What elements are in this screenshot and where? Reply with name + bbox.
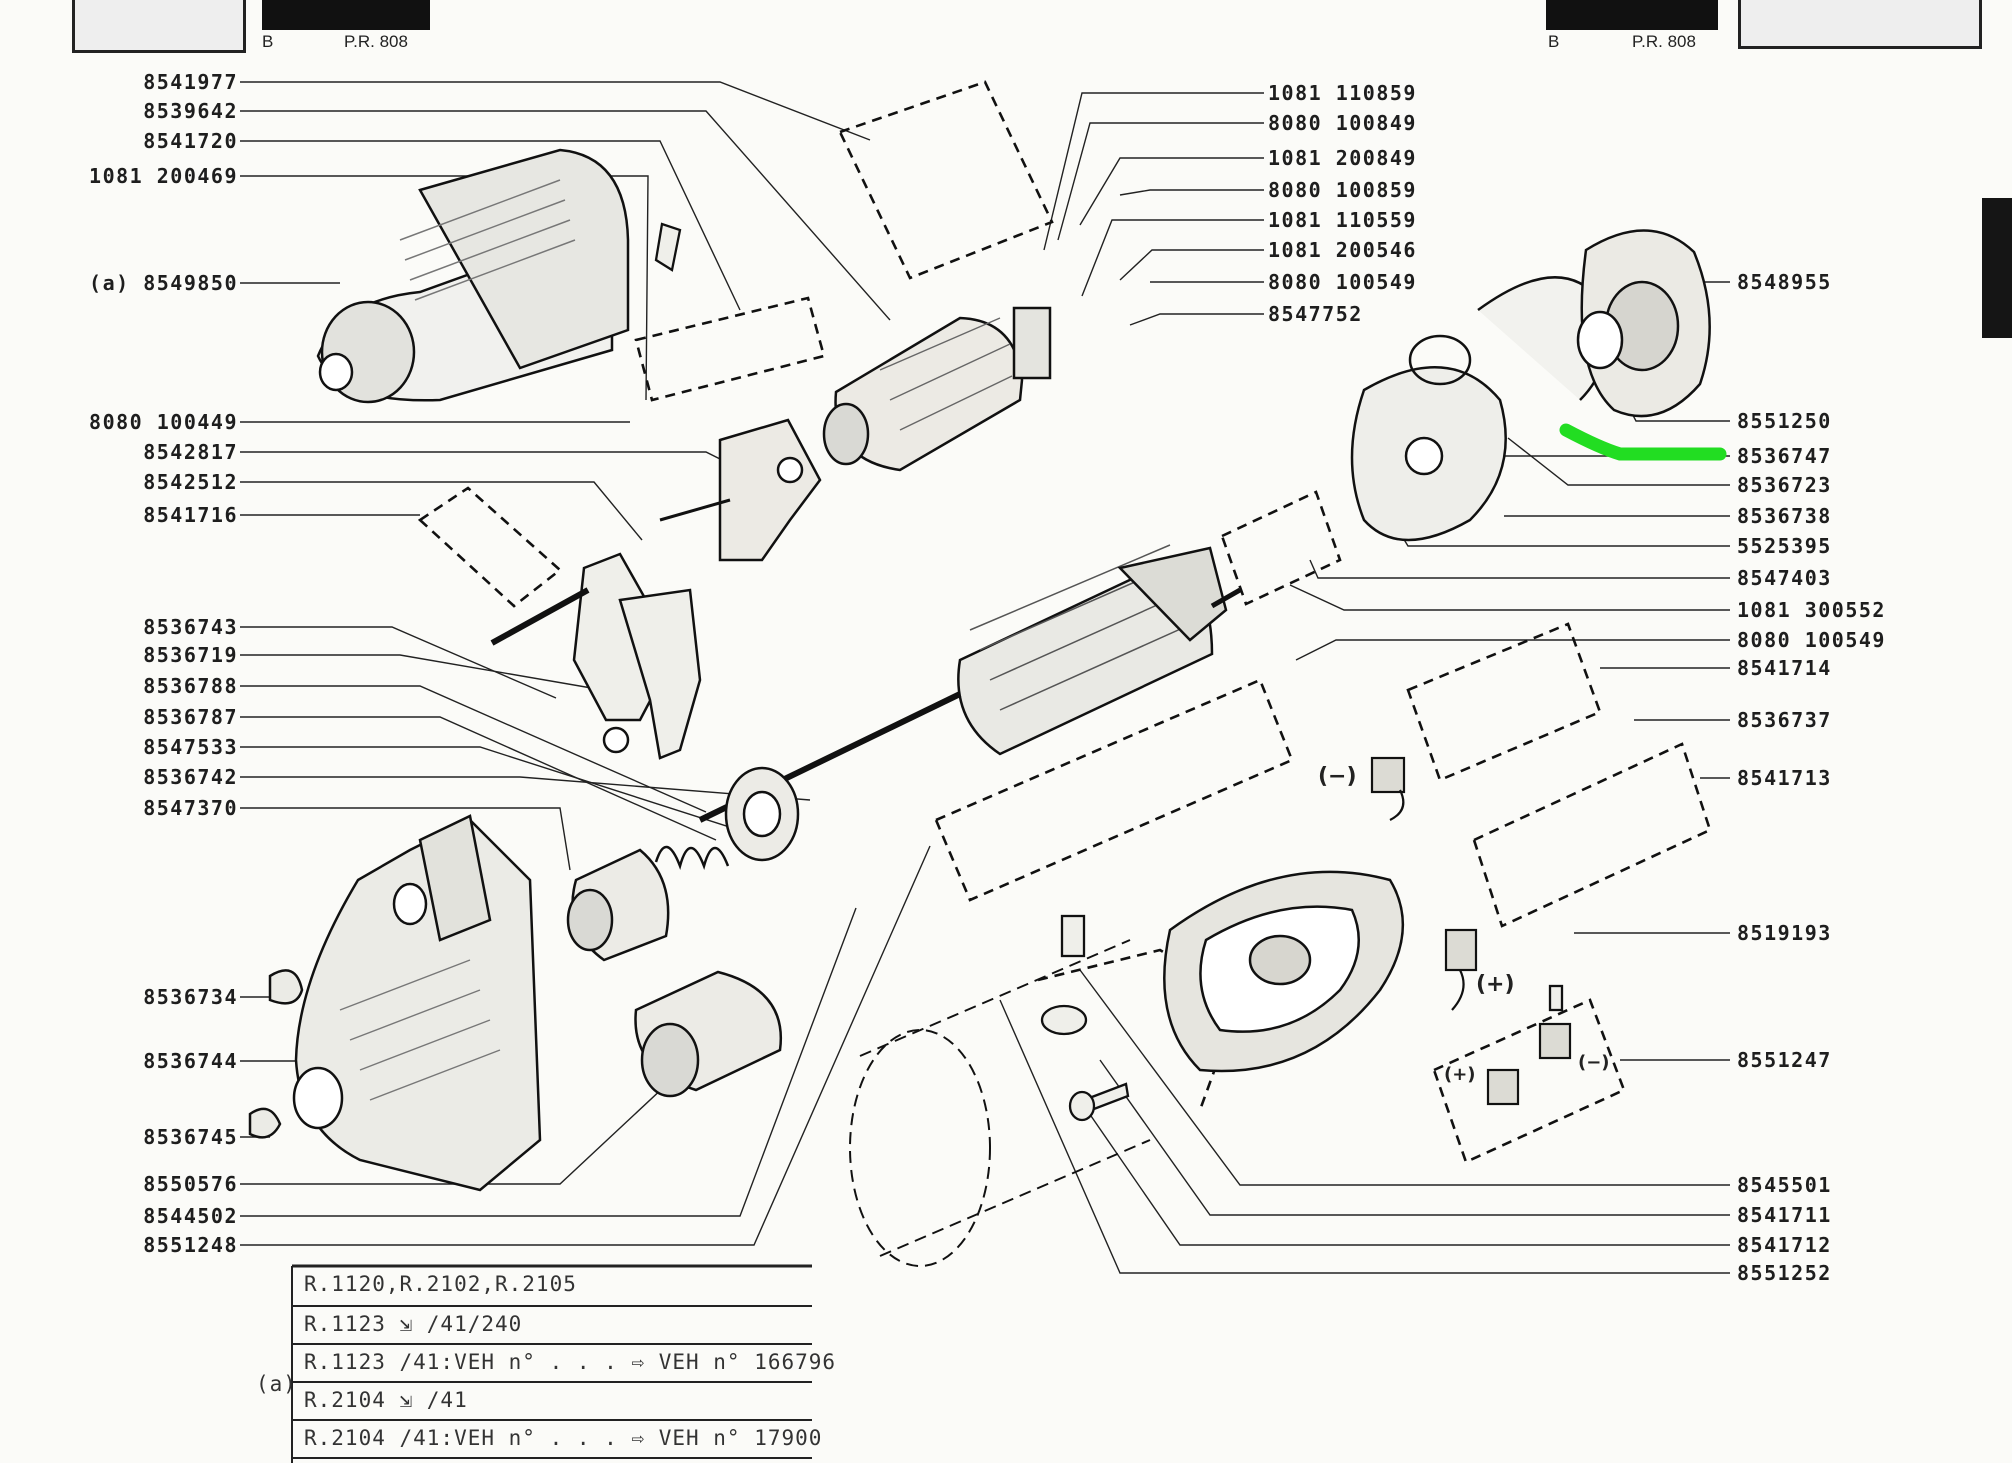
negative-box-mark: (−) <box>1578 1052 1610 1073</box>
label-8541720: 8541720 <box>143 129 238 153</box>
notes-row-1: R.1120,R.2102,R.2105 <box>304 1272 577 1296</box>
screws <box>654 222 1564 1122</box>
header-left-ref: P.R. 808 <box>344 32 408 51</box>
label-8541714: 8541714 <box>1737 656 1832 680</box>
label-1081-200546: 1081 200546 <box>1268 238 1417 262</box>
notes-row-4: R.2104 ⇲ /41 <box>304 1388 468 1412</box>
commutator-end-plate <box>1350 276 1608 542</box>
label-8536743: 8536743 <box>143 615 238 639</box>
header-right-thumbnail <box>1738 0 1982 49</box>
header-right-box <box>1546 0 1718 30</box>
starter-motor-assembled <box>316 148 630 404</box>
positive-brush-mark: (+) <box>1476 972 1515 997</box>
positive-box-mark: (+) <box>1444 1064 1476 1085</box>
label-8547533: 8547533 <box>143 735 238 759</box>
highlight-mark <box>1559 423 1727 461</box>
pinion-drive <box>566 766 800 1098</box>
label-8519193: 8519193 <box>1737 921 1832 945</box>
lever-bracket <box>659 418 822 562</box>
header-left-thumbnail <box>72 0 246 53</box>
notes-row-5: R.2104 /41:VEH n° . . . ⇨ VEH n° 17900 <box>304 1426 823 1450</box>
fork-lever <box>490 552 702 760</box>
label-8080-100849: 8080 100849 <box>1268 111 1417 135</box>
label-8536788: 8536788 <box>143 674 238 698</box>
label-8541977: 8541977 <box>143 70 238 94</box>
label-1081-200469: 1081 200469 <box>89 164 238 188</box>
label-8547403: 8547403 <box>1737 566 1832 590</box>
field-coil <box>1163 870 1405 1073</box>
label-8536744: 8536744 <box>143 1049 238 1073</box>
label-8536742: 8536742 <box>143 765 238 789</box>
label-8536737: 8536737 <box>1737 708 1832 732</box>
notes-table-lines <box>291 1264 812 1463</box>
label-8544502: 8544502 <box>143 1204 238 1228</box>
label-5525395: 5525395 <box>1737 534 1832 558</box>
label-8551248: 8551248 <box>143 1233 238 1257</box>
label-8539642: 8539642 <box>143 99 238 123</box>
yoke-outline <box>849 939 1151 1267</box>
label-8542512: 8542512 <box>143 470 238 494</box>
header-right-letter: B <box>1548 32 1560 51</box>
header-left-letter: B <box>262 32 274 51</box>
label-8080-100549-top: 8080 100549 <box>1268 270 1417 294</box>
label-8080-100549-right: 8080 100549 <box>1737 628 1886 652</box>
label-8542817: 8542817 <box>143 440 238 464</box>
label-8536723: 8536723 <box>1737 473 1832 497</box>
label-8536787: 8536787 <box>143 705 238 729</box>
label-8549850: (a) 8549850 <box>89 271 238 295</box>
label-1081-110859: 1081 110859 <box>1268 81 1417 105</box>
notes-row-3: R.1123 /41:VEH n° . . . ⇨ VEH n° 166796 <box>304 1350 837 1374</box>
label-8536747: 8536747 <box>1737 444 1832 468</box>
page-tab-marker <box>1982 198 2012 338</box>
label-8536734: 8536734 <box>143 985 238 1009</box>
label-8541711: 8541711 <box>1737 1203 1832 1227</box>
label-8536738: 8536738 <box>1737 504 1832 528</box>
label-8541716: 8541716 <box>143 503 238 527</box>
notes-row-2: R.1123 ⇲ /41/240 <box>304 1312 523 1336</box>
label-8550576: 8550576 <box>143 1172 238 1196</box>
label-1081-110559: 1081 110559 <box>1268 208 1417 232</box>
label-8080-100859: 8080 100859 <box>1268 178 1417 202</box>
label-8551252: 8551252 <box>1737 1261 1832 1285</box>
label-1081-200849: 1081 200849 <box>1268 146 1417 170</box>
label-8551247: 8551247 <box>1737 1048 1832 1072</box>
label-8551250: 8551250 <box>1737 409 1832 433</box>
label-8541712: 8541712 <box>1737 1233 1832 1257</box>
label-8547370: 8547370 <box>143 796 238 820</box>
label-8541713: 8541713 <box>1737 766 1832 790</box>
brushes <box>1370 756 1572 1106</box>
label-8548955: 8548955 <box>1737 270 1832 294</box>
label-8080-100449: 8080 100449 <box>89 410 238 434</box>
label-8547752: 8547752 <box>1268 302 1363 326</box>
header-right-ref: P.R. 808 <box>1632 32 1696 51</box>
armature <box>698 544 1242 823</box>
negative-brush-mark: (−) <box>1318 764 1357 789</box>
label-8536745: 8536745 <box>143 1125 238 1149</box>
end-cover <box>1576 229 1711 418</box>
drive-end-housing <box>248 814 542 1192</box>
label-8545501: 8545501 <box>1737 1173 1832 1197</box>
solenoid <box>822 306 1052 472</box>
label-1081-300552: 1081 300552 <box>1737 598 1886 622</box>
label-8536719: 8536719 <box>143 643 238 667</box>
header-left-box <box>262 0 430 30</box>
notes-marker: (a) <box>256 1372 297 1396</box>
